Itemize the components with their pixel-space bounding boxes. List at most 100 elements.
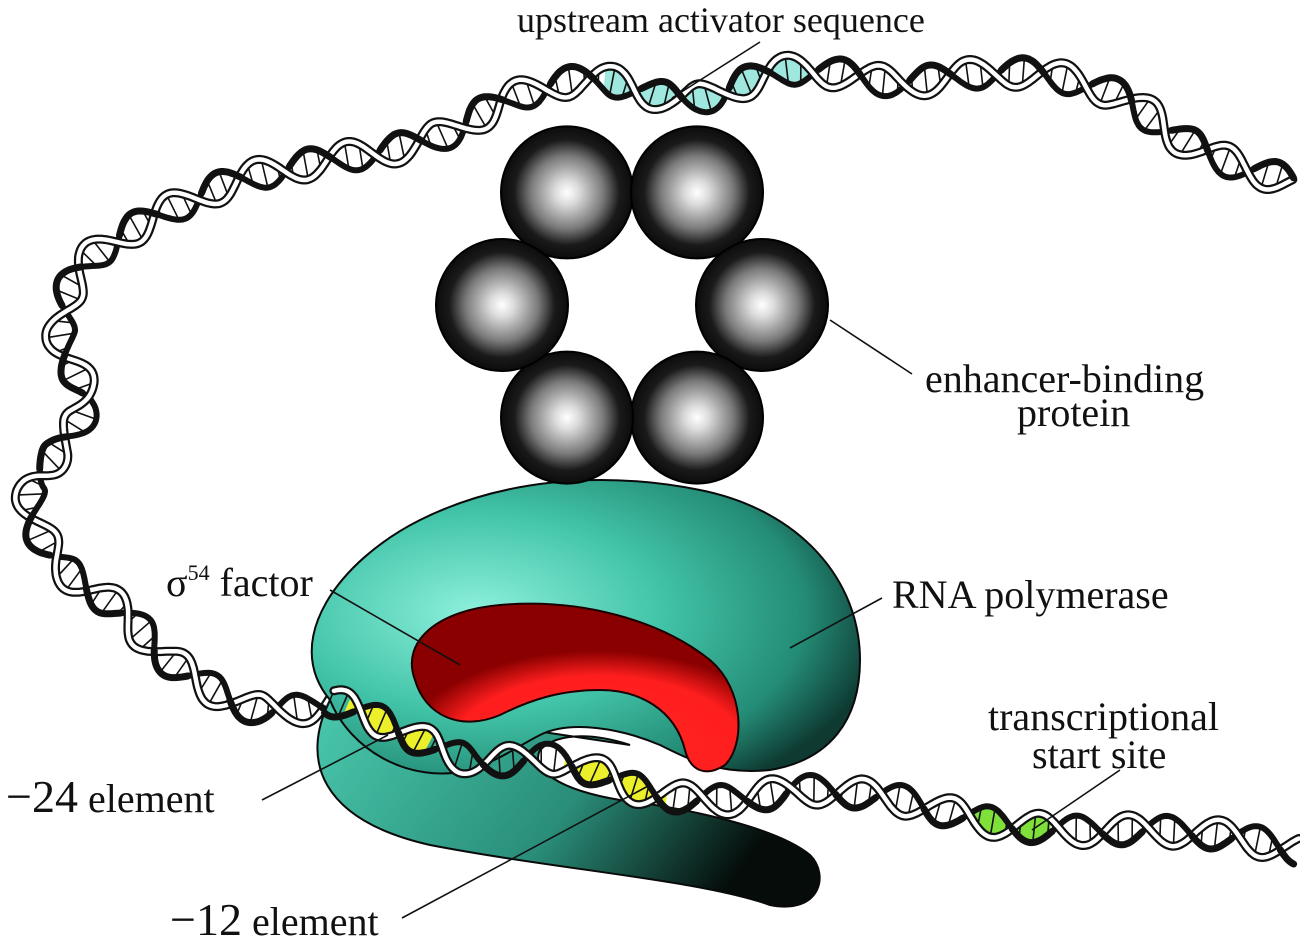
minus24-number: −24 [6,771,78,822]
base-pair-rung [302,150,310,180]
strand-crossing [376,129,425,154]
base-pair-rung [128,214,144,241]
strand-crossing [997,54,1047,76]
strand-crossing [920,805,967,830]
strand-crossing [227,698,276,727]
minus12-number: −12 [170,894,242,945]
label-upstream-activator-sequence: upstream activator sequence [517,0,925,40]
label-minus24-element: −24 element [6,771,215,822]
base-pair-rung [1099,77,1111,105]
strand-crossing [52,263,84,309]
protein-subunit [500,125,634,260]
base-pair-rung [989,808,996,838]
label-leader-lines [261,41,1121,919]
base-pair-rung [412,726,428,753]
base-pair-rung [608,66,616,96]
strand-crossing [815,55,865,79]
strand-crossing [1188,832,1235,853]
label-minus12-element: −12 element [170,894,379,945]
strand-crossing [150,646,192,682]
sigma-symbol: σ [166,560,188,605]
enhancer-binding-protein-hexamer [435,125,829,485]
uas-leader-line [671,41,761,99]
base-pair-rung [740,68,753,97]
diagram-labels: upstream activator sequence enhancer-bin… [6,0,1219,945]
sigma-leader-line [329,589,461,666]
base-pair-rung [588,757,602,786]
strand-crossing [1276,846,1298,868]
strand-crossing [1250,157,1297,182]
base-pair-rung [923,66,929,96]
strand-crossing [321,708,357,721]
strand-crossing [462,93,507,125]
base-pair-rung [100,589,119,614]
dna-promoter-region-front-crossings [321,708,1298,868]
sigma-superscript: 54 [188,560,210,585]
protein-subunit [630,350,764,485]
strand-crossing [395,729,439,757]
base-pair-rung [41,450,63,472]
minus12-word: element [242,899,379,944]
strand-crossing [725,62,773,92]
base-pair-rung [769,778,776,808]
strand-crossing [1168,125,1212,155]
base-pair-rung [45,332,75,339]
dna-upstream-loop-front-crossings [22,54,1297,727]
base-pair-rung [374,708,388,737]
minus24-word: element [78,776,215,821]
strand-crossing [286,145,335,170]
dna-upstream-loop-strand-dark [22,54,1297,726]
minus12-element-region [562,756,668,808]
ebp-leader-line [829,319,913,375]
strand-crossing [832,790,879,812]
rnap-leader-line [789,597,883,649]
strand-crossing [568,762,613,789]
label-transcriptional-start-site-line2: start site [1032,732,1166,777]
base-pair-rung [1213,819,1219,849]
base-pair-rung [1061,64,1069,93]
el24-leader-line [261,734,389,801]
strand-crossing [743,790,790,814]
strand-crossing [57,351,86,397]
strand-crossing [638,78,686,101]
base-pair-rung [552,746,558,775]
rna-polymerase-shape [310,479,862,908]
base-pair-rung [784,55,790,84]
base-pair-rung [472,103,488,129]
base-pair-rung [1219,146,1232,175]
label-enhancer-binding-protein-line1: enhancer-binding [925,356,1204,401]
strand-crossing [116,207,160,239]
strand-crossing [479,757,527,780]
base-pair-rung [628,773,639,802]
strand-crossing [652,793,701,816]
base-pair-rung [165,194,180,221]
strand-crossing [1008,825,1056,847]
strand-crossing [547,63,596,88]
label-rna-polymerase: RNA polymerase [892,572,1169,617]
protein-subunit [435,238,569,372]
base-pair-rung [435,121,449,149]
sigma-factor-shape [410,602,740,773]
strand-crossing [22,513,54,559]
label-sigma-factor: σ54 factor [166,560,313,605]
label-transcriptional-start-site-line1: transcriptional [988,694,1219,739]
protein-subunit [695,238,829,372]
protein-subunit [500,350,634,485]
dna-upstream-loop-strand-light [13,53,1296,726]
dna-double-helix-back [10,50,1298,729]
sigma-factor-word: factor [210,560,313,605]
base-pair-rung [1172,818,1176,847]
el12-leader-line [401,784,651,919]
strand-crossing [1089,74,1135,104]
protein-subunit [630,125,764,260]
label-enhancer-binding-protein-line2: protein [1017,390,1130,435]
strand-crossing [1098,828,1146,849]
strand-crossing [83,585,125,618]
strand-crossing [198,168,245,197]
strand-crossing [36,433,70,473]
base-pair-rung [207,679,223,706]
base-pair-rung [15,493,45,496]
strand-crossing [906,61,955,84]
